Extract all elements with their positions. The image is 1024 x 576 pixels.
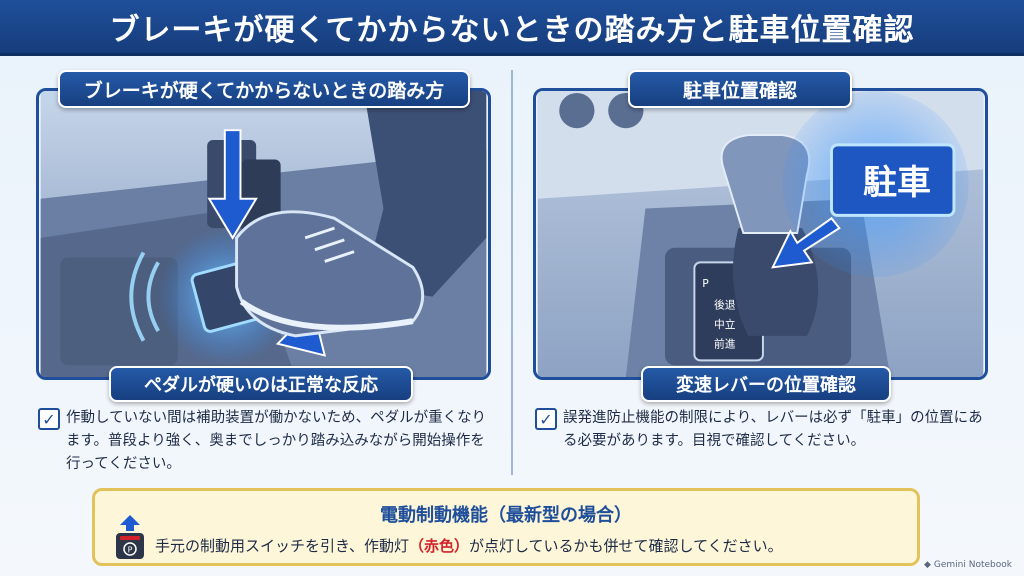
title-bar: ブレーキが硬くてかからないときの踏み方と駐車位置確認	[0, 0, 1024, 56]
gear-label-drive: 前進	[714, 338, 736, 351]
gear-label-p: P	[702, 277, 709, 290]
note-text-red: （赤色）	[408, 537, 469, 555]
note-text-before: 手元の制動用スイッチを引き、作動灯	[155, 537, 409, 555]
note-title: 電動制動機能（最新型の場合）	[380, 505, 632, 526]
watermark-icon: ◆	[923, 560, 931, 570]
note-text-after: が点灯しているかも併せて確認してください。	[468, 537, 783, 555]
note-text: 手元の制動用スイッチを引き、作動灯（赤色）が点灯しているかも併せて確認してくださ…	[155, 535, 783, 556]
switch-label: P	[128, 546, 133, 555]
checkbox-icon: ✓	[535, 408, 557, 430]
left-description: 作動していない間は補助装置が働かないため、ペダルが重くなります。普段より強く、奥…	[66, 410, 487, 472]
parking-badge: 駐車	[863, 162, 931, 203]
electric-brake-note: P 電動制動機能（最新型の場合） 手元の制動用スイッチを引き、作動灯（赤色）が点…	[92, 488, 920, 566]
parking-switch-icon: P	[116, 515, 144, 559]
page-title: ブレーキが硬くてかからないときの踏み方と駐車位置確認	[109, 12, 915, 48]
panel-divider	[511, 70, 513, 475]
brake-pedal-illustration	[36, 88, 491, 380]
checkbox-icon: ✓	[38, 408, 60, 430]
right-subheading: 変速レバーの位置確認	[641, 366, 891, 402]
right-heading: 駐車位置確認	[628, 70, 852, 108]
watermark-text: Gemini Notebook	[933, 560, 1012, 570]
gear-lever-illustration: P 後退 中立 前進	[533, 88, 988, 380]
left-subheading: ペダルが硬いのは正常な反応	[109, 366, 413, 402]
left-description-block: ✓ 作動していない間は補助装置が働かないため、ペダルが重くなります。普段より強く…	[38, 407, 498, 476]
gear-label-neutral: 中立	[714, 318, 736, 331]
gear-label-reverse: 後退	[714, 298, 736, 311]
watermark: ◆ Gemini Notebook	[924, 560, 1012, 570]
right-description: 誤発進防止機能の制限により、レバーは必ず「駐車」の位置にある必要があります。目視…	[563, 410, 983, 449]
left-heading: ブレーキが硬くてかからないときの踏み方	[58, 70, 470, 108]
right-description-block: ✓ 誤発進防止機能の制限により、レバーは必ず「駐車」の位置にある必要があります。…	[535, 407, 995, 453]
